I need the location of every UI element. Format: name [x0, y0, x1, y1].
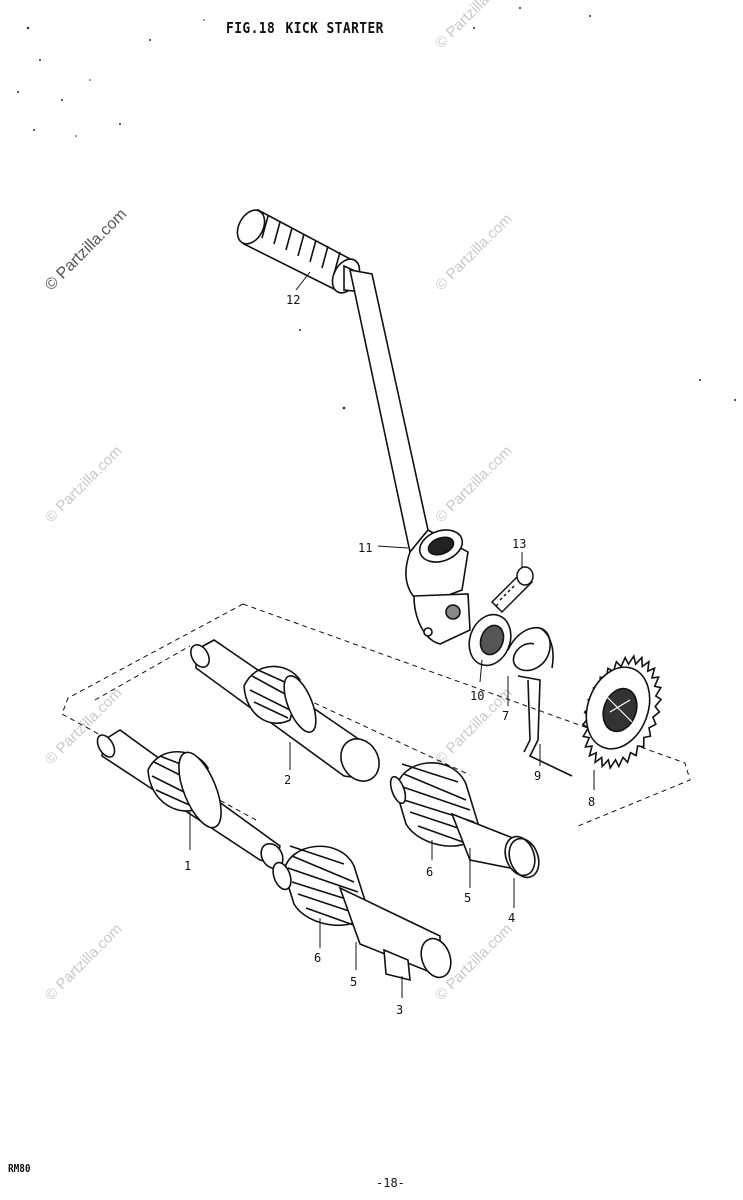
callout-numbers: 1 2 3 4 5 6 5 6 7 8 9 10 11 12 13 [184, 293, 595, 1017]
figure-number: FIG.18 [226, 19, 276, 37]
kick-gear [581, 654, 663, 770]
kick-starter-shaft-lower [96, 729, 284, 870]
kick-starter-lever [348, 268, 471, 645]
model-code: RM80 [8, 1162, 31, 1175]
callout-5: 5 [464, 891, 471, 905]
spring-assembly-upper [389, 761, 540, 879]
callout-2: 2 [284, 773, 291, 787]
callout-3: 3 [396, 1003, 403, 1017]
scan-noise [17, 7, 736, 410]
callout-1: 1 [184, 859, 191, 873]
callout-5: 5 [350, 975, 357, 989]
callout-13: 13 [512, 537, 526, 551]
lever-bolt [490, 566, 534, 614]
figure-title: FIG.18 KICK STARTER [226, 19, 394, 37]
callout-leaders [189, 271, 595, 998]
callout-7: 7 [502, 709, 509, 723]
callout-6: 6 [314, 951, 321, 965]
kick-lever-grip [236, 208, 367, 294]
oil-seal [468, 613, 512, 667]
callout-4: 4 [508, 911, 515, 925]
callout-9: 9 [534, 769, 541, 783]
figure-name: KICK STARTER [285, 19, 384, 37]
kick-starter-shaft-upper [190, 639, 380, 782]
callout-8: 8 [588, 795, 595, 809]
callout-10: 10 [470, 689, 484, 703]
callout-11: 11 [358, 541, 372, 555]
callout-12: 12 [286, 293, 300, 307]
return-spring [507, 626, 573, 777]
callout-6: 6 [426, 865, 433, 879]
page-number: -18- [376, 1176, 405, 1190]
spring-assembly-lower [272, 845, 452, 982]
